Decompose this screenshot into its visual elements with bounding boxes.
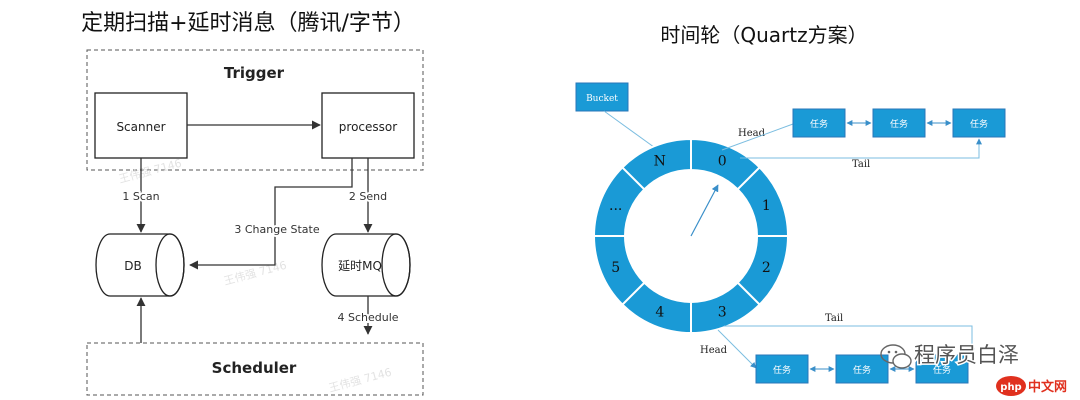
time-wheel-slot-label: N: [654, 154, 666, 170]
watermark-3: 王伟强 7146: [327, 366, 393, 395]
tail-label-bottom: Tail: [825, 313, 843, 324]
php-site-logo: php 中文网: [996, 376, 1067, 396]
task-node-top-1: 任务: [792, 108, 846, 138]
time-wheel-slot-label: 2: [762, 260, 771, 276]
task-label: 任务: [970, 118, 988, 130]
task-label: 任务: [933, 364, 951, 376]
step-schedule-label: 4 Schedule: [337, 311, 398, 324]
tail-label-top: Tail: [852, 159, 870, 170]
slot3-tail-link: [724, 325, 975, 355]
mq-label: 延时MQ: [338, 259, 382, 273]
arrow-change-state: [189, 158, 353, 270]
time-wheel-ring: 0 1 2 3 4 5... N: [592, 137, 790, 335]
head-label-bottom: Head: [700, 345, 728, 356]
db-cylinder: [95, 233, 185, 297]
task-label: 任务: [853, 364, 871, 376]
step-send-label: 2 Send: [349, 190, 387, 203]
task-label: 任务: [810, 118, 828, 130]
trigger-label: Trigger: [224, 64, 285, 82]
task-label: 任务: [890, 118, 908, 130]
task-node-bottom-1: 任务: [755, 354, 809, 384]
task-node-top-3: 任务: [952, 108, 1006, 138]
time-wheel-slot-label: 4: [655, 304, 664, 320]
time-wheel-slot-label: 3: [718, 304, 727, 320]
processor-label: processor: [339, 120, 397, 134]
time-wheel-slot-label: 0: [718, 154, 727, 170]
php-logo-cn-text: 中文网: [1028, 379, 1067, 395]
scheduler-label: Scheduler: [212, 359, 297, 377]
step-scan-label: 1 Scan: [122, 190, 159, 203]
bucket-pointer-line: [603, 110, 659, 151]
time-wheel-slot: [620, 137, 692, 191]
bucket-box: [575, 82, 629, 112]
trigger-container: [86, 49, 424, 171]
processor-box: [321, 92, 415, 159]
scheduler-container: [86, 342, 424, 396]
php-logo-text: php: [1000, 382, 1021, 393]
left-title: 定期扫描+延时消息（腾讯/字节）: [81, 11, 415, 36]
right-title: 时间轮（Quartz方案）: [660, 23, 867, 47]
task-node-bottom-2: 任务: [835, 354, 889, 384]
mq-cylinder: [321, 233, 411, 297]
wechat-icon: [880, 344, 912, 369]
bucket-label: Bucket: [586, 94, 618, 104]
task-label: 任务: [773, 364, 791, 376]
slot0-head-link: [721, 123, 794, 151]
db-label: DB: [124, 259, 141, 273]
slot0-tail-link: [740, 138, 982, 159]
head-label-top: Head: [738, 128, 766, 139]
wechat-account-name: 程序员白泽: [914, 343, 1019, 367]
watermark-1: 王伟强 7146: [117, 157, 183, 186]
time-wheel-slot-label: 1: [762, 198, 771, 214]
task-node-top-2: 任务: [872, 108, 926, 138]
time-wheel-slot-label: ...: [609, 198, 622, 214]
slot3-head-link: [717, 329, 757, 369]
time-wheel-pointer: [690, 184, 719, 237]
time-wheel-slot-label: 5: [611, 260, 620, 276]
step-change-state-label: 3 Change State: [234, 223, 319, 236]
scanner-label: Scanner: [116, 120, 165, 134]
watermark-2: 王伟强 7146: [222, 259, 288, 288]
task-node-bottom-3: 任务: [915, 354, 969, 384]
